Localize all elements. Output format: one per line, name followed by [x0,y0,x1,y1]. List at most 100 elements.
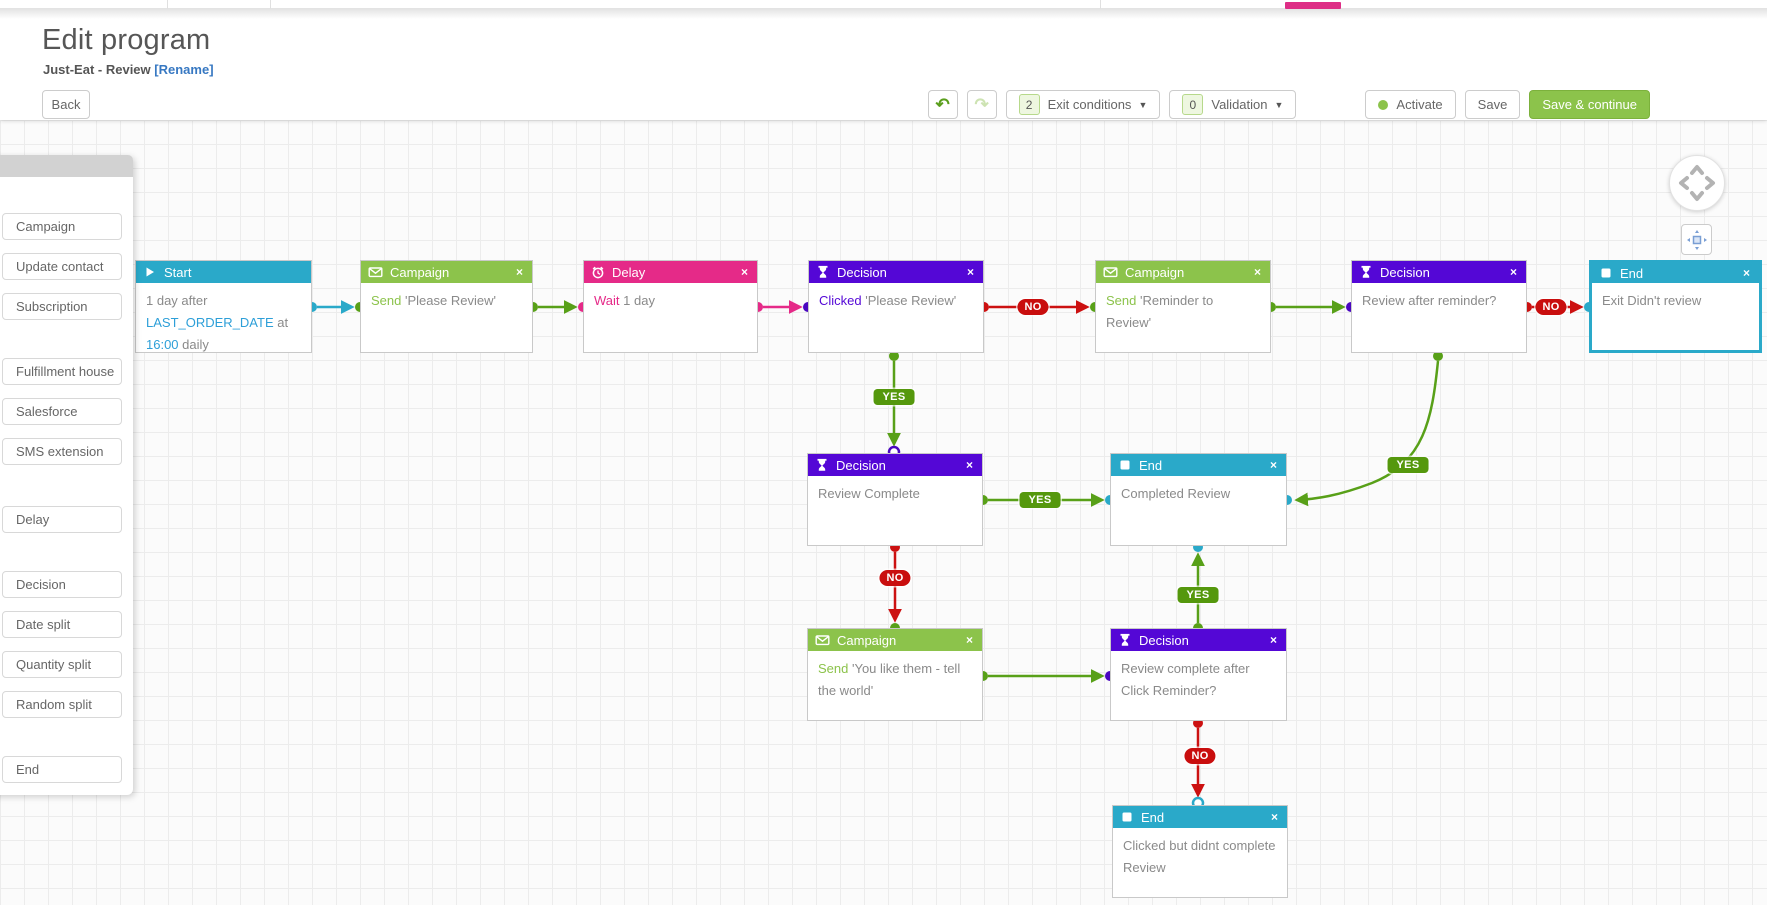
node-decision-clicked-please-review[interactable]: Decision× Clicked 'Please Review' [808,260,984,353]
node-title: Start [164,264,192,280]
close-icon[interactable]: × [1742,266,1750,280]
node-body: Review after reminder? [1362,293,1497,308]
program-name: Just-Eat - Review [43,62,151,77]
fit-to-screen-icon [1686,229,1707,250]
close-icon[interactable]: × [1270,810,1278,824]
node-campaign-you-like-them[interactable]: Campaign×Send 'You like them - tell the … [807,628,983,721]
stop-square-icon [1122,812,1132,822]
node-body: Clicked but didnt complete Review [1123,838,1276,875]
node-campaign-please-review[interactable]: Campaign×Send 'Please Review' [360,260,533,353]
close-icon[interactable]: × [1509,265,1517,279]
close-icon[interactable]: × [966,265,974,279]
decision-hourglass-icon [818,265,828,278]
yes-badge: YES [1177,587,1219,603]
node-decision-review-after-reminder[interactable]: Decision × Review after reminder? [1351,260,1527,353]
exit-conditions-dropdown[interactable]: 2 Exit conditions ▼ [1005,90,1161,119]
sidebar-group: Delay [0,506,133,533]
node-end-clicked-but-didnt-complete[interactable]: End×Clicked but didnt complete Review [1112,805,1288,898]
node-header: End× [1592,263,1759,283]
envelope-icon [368,267,383,278]
close-icon[interactable]: × [1253,265,1261,279]
palette-grip[interactable] [0,155,133,177]
validation-label: Validation [1211,97,1268,112]
sidebar-item-random-split[interactable]: Random split [2,691,122,718]
node-header: Decision× [1111,629,1286,651]
no-badge: NO [1017,299,1049,315]
sidebar-item-end[interactable]: End [2,756,122,783]
node-header: Decision× [809,261,983,283]
node-body: Review Complete [818,486,920,501]
node-header: Campaign × [1096,261,1270,283]
sidebar-item-delay[interactable]: Delay [2,506,122,533]
pan-control[interactable] [1669,155,1725,211]
play-icon [146,267,154,277]
sidebar-item-update-contact[interactable]: Update contact [2,253,122,280]
node-body: Clicked 'Please Review' [819,293,957,308]
sidebar-item-subscription[interactable]: Subscription [2,293,122,320]
decision-hourglass-icon [1120,633,1130,646]
node-body: Wait 1 day [594,293,655,308]
yes-badge: YES [1019,492,1061,508]
node-body: Send 'Reminder to Review' [1106,293,1214,330]
envelope-icon [815,635,830,646]
save-button[interactable]: Save [1464,90,1521,119]
no-badge: NO [879,570,911,586]
yes-badge: YES [1387,457,1429,473]
node-body: Completed Review [1121,486,1231,501]
node-title: End [1139,457,1163,473]
program-subtitle: Just-Eat - Review [Rename] [43,62,214,77]
node-decision-review-complete[interactable]: Decision × Review Complete [807,453,983,546]
activate-button[interactable]: Activate [1365,90,1456,119]
validation-count: 0 [1182,94,1204,115]
node-title: Decision [1380,264,1430,280]
sidebar-item-salesforce[interactable]: Salesforce [2,398,122,425]
rename-link[interactable]: [Rename] [154,62,214,77]
node-end-exit-didnt-review[interactable]: End×Exit Didn't review [1589,260,1762,353]
toolbar: ↶ ↷ 2 Exit conditions ▼ 0 Validation ▼ A… [927,90,1650,119]
close-icon[interactable]: × [965,633,973,647]
sidebar-item-fulfillment-house[interactable]: Fulfillment house [2,358,122,385]
sidebar-item-sms-extension[interactable]: SMS extension [2,438,122,465]
undo-button[interactable]: ↶ [927,90,958,119]
close-icon[interactable]: × [1269,458,1277,472]
close-icon[interactable]: × [515,265,523,279]
fit-to-screen-button[interactable] [1681,224,1712,255]
node-header: Campaign× [808,629,982,651]
validation-dropdown[interactable]: 0 Validation ▼ [1169,90,1297,119]
node-title: Decision [836,457,886,473]
node-decision-review-complete-after-click-reminder[interactable]: Decision×Review complete after Click Rem… [1110,628,1287,721]
sidebar-item-date-split[interactable]: Date split [2,611,122,638]
node-title: Delay [612,264,646,280]
alarm-clock-icon [592,266,604,279]
node-header: Campaign× [361,261,532,283]
stop-square-icon [1601,268,1611,278]
undo-icon: ↶ [935,95,950,114]
node-delay-1-day[interactable]: Delay × Wait 1 day [583,260,758,353]
node-campaign-reminder-to-review[interactable]: Campaign × Send 'Reminder to Review' [1095,260,1271,353]
exit-conditions-count: 2 [1018,94,1040,115]
save-continue-button[interactable]: Save & continue [1529,90,1650,119]
top-nav [0,0,1767,9]
back-button[interactable]: Back [42,90,90,119]
close-icon[interactable]: × [1269,633,1277,647]
node-title: Campaign [1125,264,1185,280]
decision-hourglass-icon [1361,265,1371,278]
sidebar-item-decision[interactable]: Decision [2,571,122,598]
close-icon[interactable]: × [740,265,748,279]
redo-button[interactable]: ↷ [966,90,997,119]
decision-hourglass-icon [817,458,827,471]
node-end-completed-review[interactable]: End × Completed Review [1110,453,1287,546]
close-icon[interactable]: × [965,458,973,472]
sidebar-item-quantity-split[interactable]: Quantity split [2,651,122,678]
chevron-down-icon: ▼ [1274,99,1284,110]
envelope-icon [1103,267,1118,278]
sidebar-item-campaign[interactable]: Campaign [2,213,122,240]
top-nav-shadow [0,9,1767,19]
page-title: Edit program [42,24,211,56]
node-header: Decision × [808,454,982,476]
